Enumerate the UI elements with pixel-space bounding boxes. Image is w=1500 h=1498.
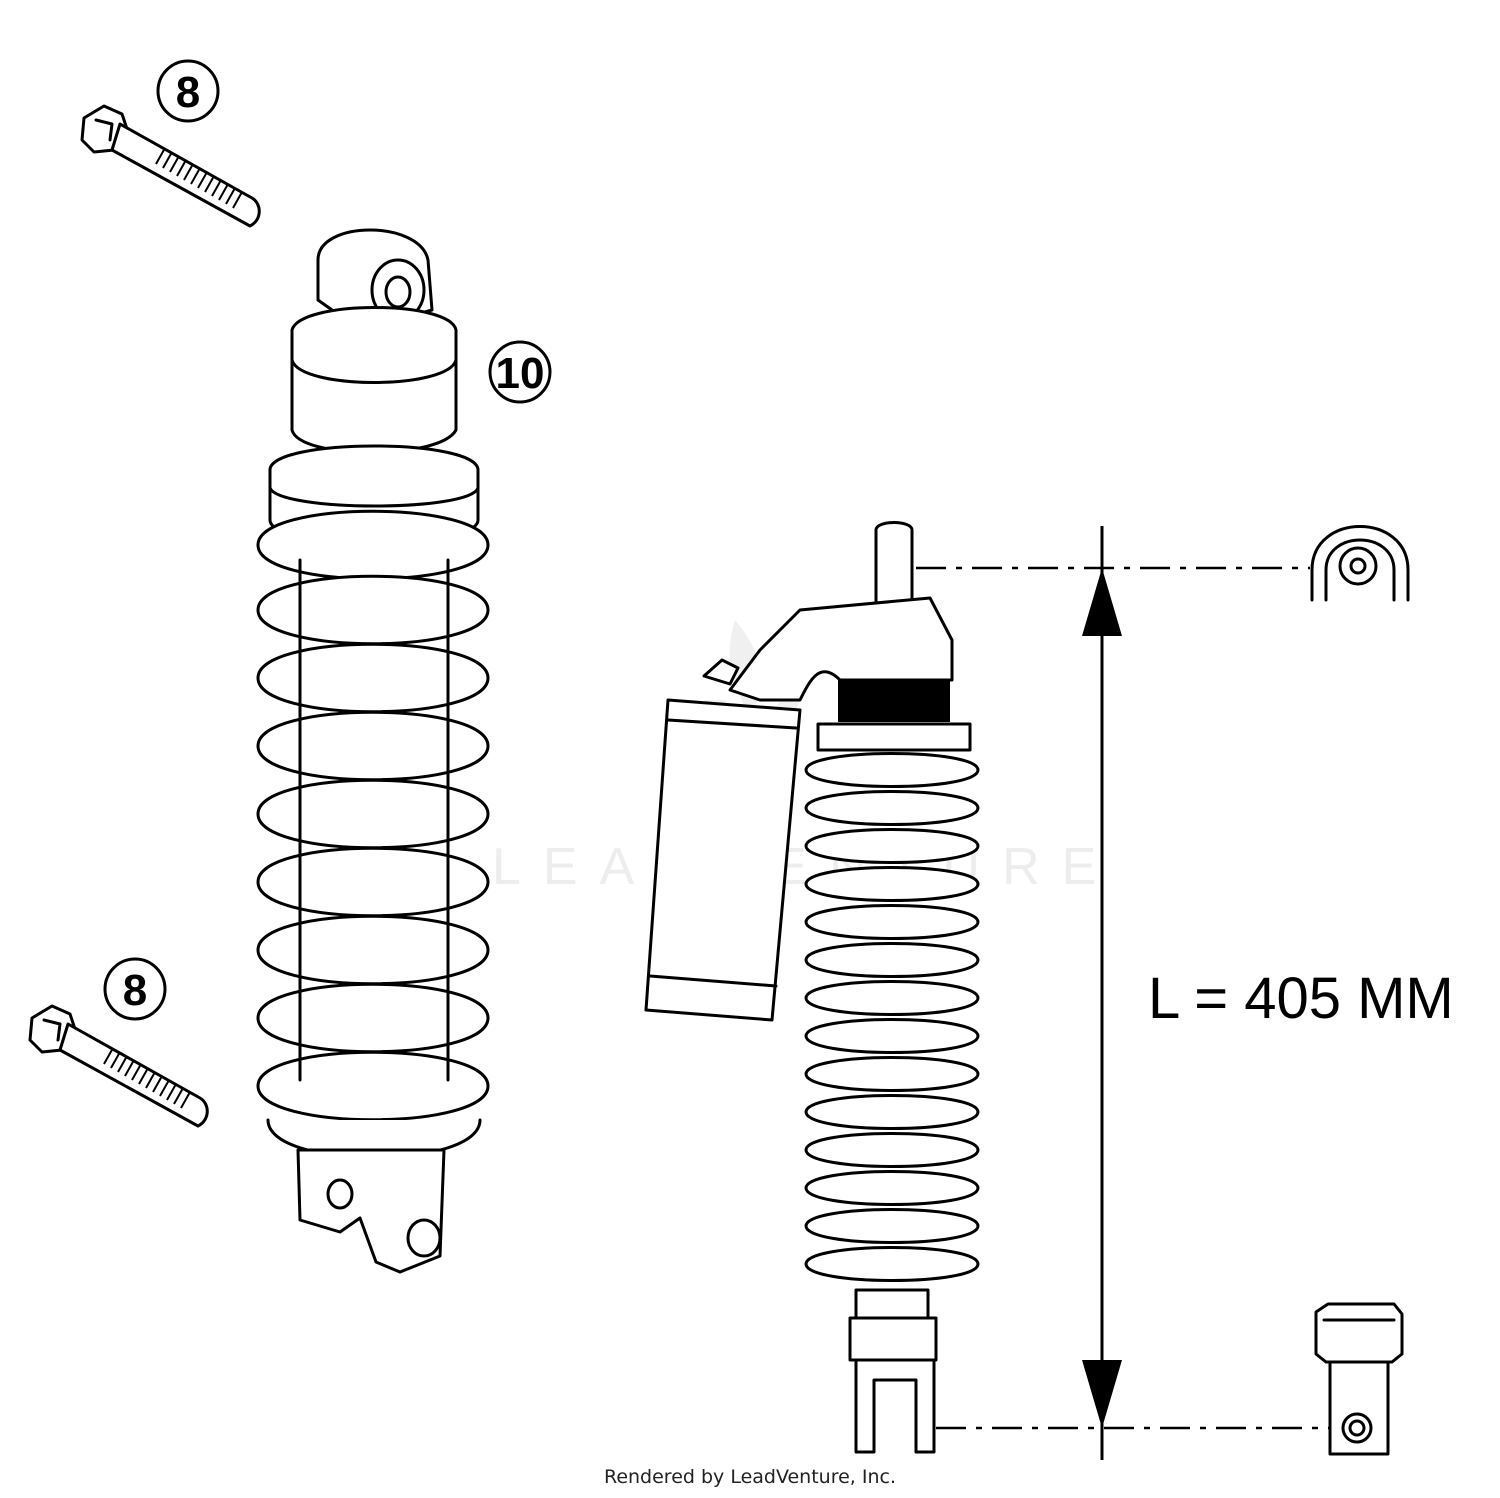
callout-bolt-top: 8 bbox=[156, 59, 220, 123]
callout-shock-label: 10 bbox=[496, 349, 545, 398]
callout-bolt-bottom: 8 bbox=[103, 957, 167, 1021]
bottom-eye-detail bbox=[1314, 1302, 1404, 1456]
footer-credit: Rendered by LeadVenture, Inc. bbox=[604, 1466, 896, 1488]
bolt-bottom bbox=[28, 1004, 209, 1128]
top-eye-detail bbox=[1310, 525, 1410, 602]
side-spring bbox=[804, 752, 980, 1282]
dimension-label: L = 405 MM bbox=[1148, 966, 1454, 1031]
callout-bolt-bottom-label: 8 bbox=[123, 966, 147, 1015]
shock-spring bbox=[256, 509, 490, 1122]
shock-side-view bbox=[644, 521, 980, 1454]
shock-absorber-assembly bbox=[256, 228, 490, 1274]
callout-bolt-top-label: 8 bbox=[176, 68, 200, 117]
arrow-down-icon bbox=[1082, 1360, 1122, 1428]
watermark-text: LEADVENTURE bbox=[492, 838, 1118, 896]
dimension-lines bbox=[916, 526, 1340, 1460]
callout-shock: 10 bbox=[488, 340, 552, 404]
arrow-up-icon bbox=[1082, 568, 1122, 636]
dimension-label-text: L = 405 MM bbox=[1148, 966, 1454, 1031]
bolt-top bbox=[80, 104, 261, 228]
